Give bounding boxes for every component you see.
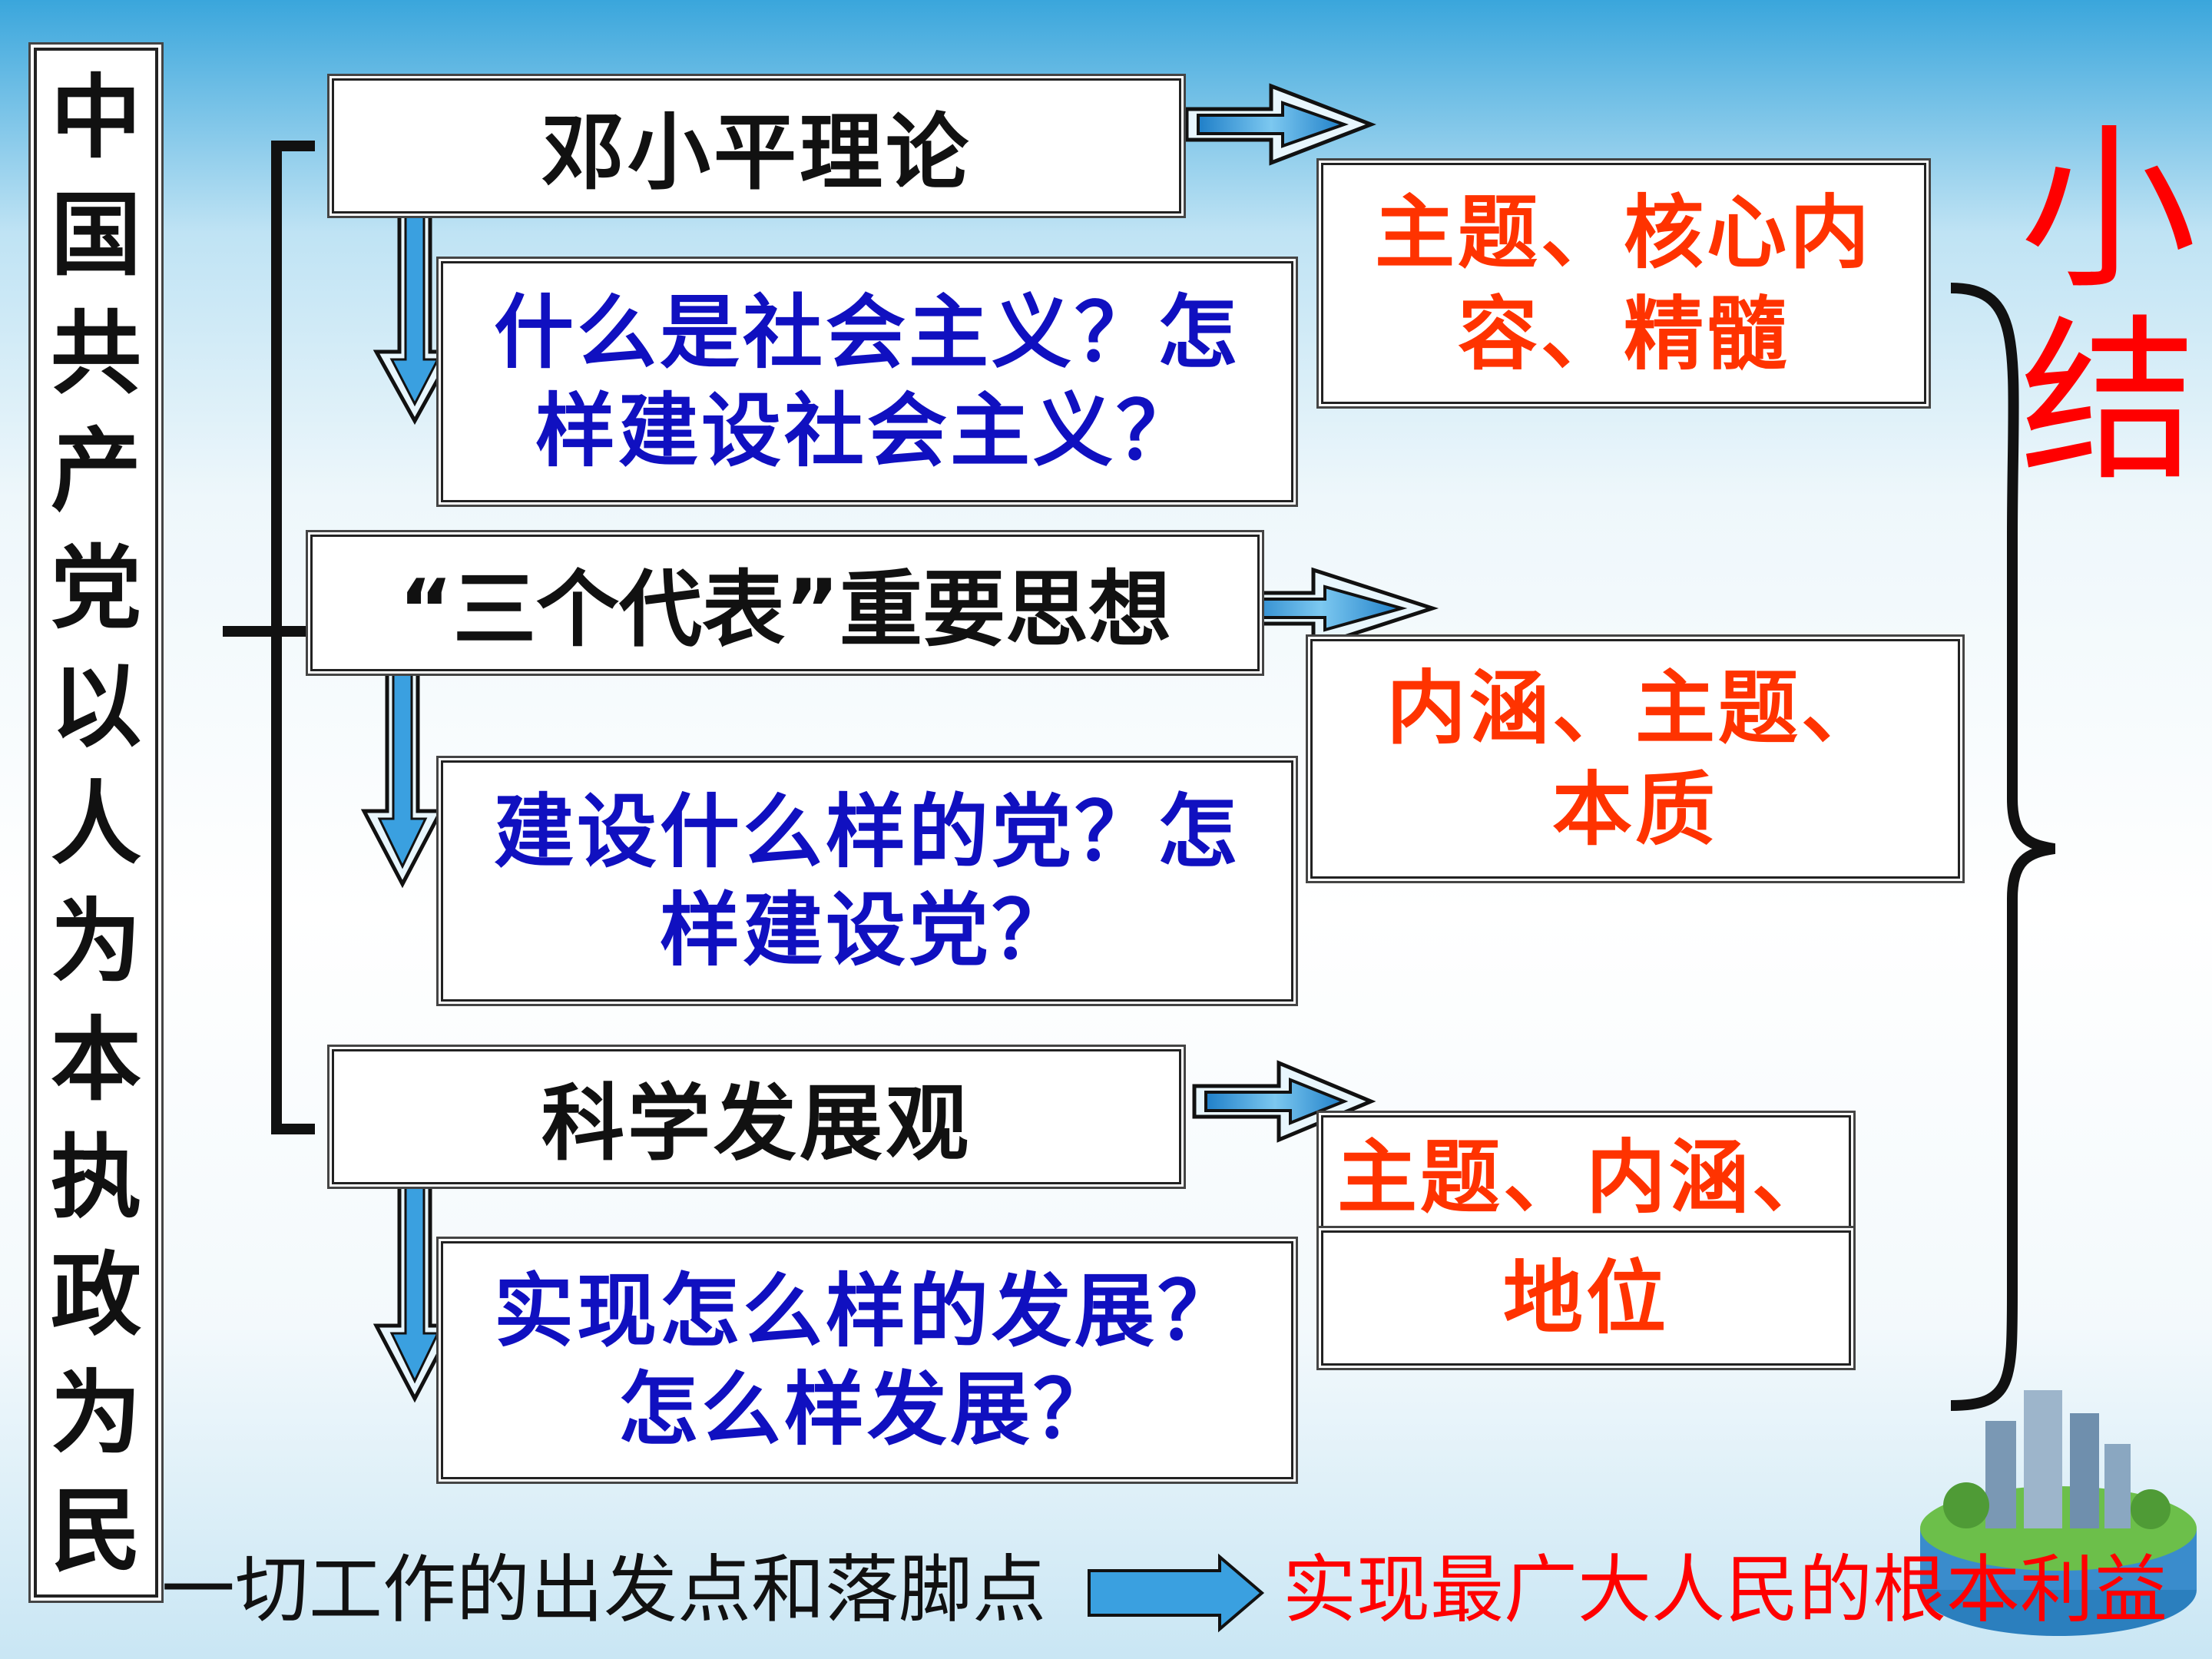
- summary-label-char: 小: [2020, 108, 2197, 313]
- theory-title-three-represents: “三个代表”重要思想: [310, 535, 1260, 671]
- theory-summary-scientific-bottom: 地位: [1321, 1230, 1851, 1366]
- summary-label-char: 结: [2020, 300, 2197, 505]
- left-title-char: 为: [50, 1359, 141, 1466]
- theory-question-scientific-development: 实现怎么样的发展？怎么样发展？: [441, 1241, 1293, 1479]
- left-title-char: 党: [50, 535, 141, 642]
- down-arrow-1: [373, 204, 457, 426]
- left-title-char: 国: [50, 182, 141, 289]
- bottom-arrow: [1088, 1553, 1265, 1633]
- down-arrow-3: [373, 1177, 457, 1403]
- right-arrow-1: [1184, 83, 1376, 166]
- summary-label: 小 结: [2020, 115, 2197, 499]
- theory-summary-scientific-top: 主题、内涵、: [1321, 1115, 1851, 1230]
- left-title-char: 中: [50, 65, 141, 171]
- left-title-char: 共: [50, 300, 141, 406]
- left-bracket: [271, 141, 315, 1134]
- theory-title-scientific-development: 科学发展观: [332, 1049, 1181, 1184]
- left-title-char: 为: [50, 889, 141, 995]
- left-title-char: 民: [50, 1477, 141, 1584]
- theory-summary-three-represents: 内涵、主题、本质: [1310, 639, 1960, 879]
- right-curly-brace: [1950, 283, 2056, 1411]
- left-title-char: 人: [50, 770, 141, 877]
- bottom-right-text: 实现最广大人民的根本利益: [1283, 1547, 2167, 1633]
- globe-city-image: [1920, 1390, 2197, 1636]
- theory-summary-deng: 主题、核心内容、精髓: [1321, 163, 1926, 404]
- bottom-left-text: 一切工作的出发点和落脚点: [161, 1547, 1046, 1633]
- left-title-char: 执: [50, 1124, 141, 1230]
- down-arrow-2: [360, 663, 445, 889]
- left-title-char: 以: [50, 653, 141, 760]
- theory-question-three-represents: 建设什么样的党？怎样建设党？: [441, 760, 1293, 1002]
- theory-title-deng: 邓小平理论: [332, 78, 1181, 214]
- left-vertical-title: 中 国 共 产 党 以 人 为 本 执 政 为 民: [34, 48, 158, 1598]
- left-title-char: 产: [50, 417, 141, 524]
- theory-question-deng: 什么是社会主义？怎样建设社会主义？: [441, 261, 1293, 502]
- left-title-char: 本: [50, 1006, 141, 1113]
- left-title-char: 政: [50, 1242, 141, 1349]
